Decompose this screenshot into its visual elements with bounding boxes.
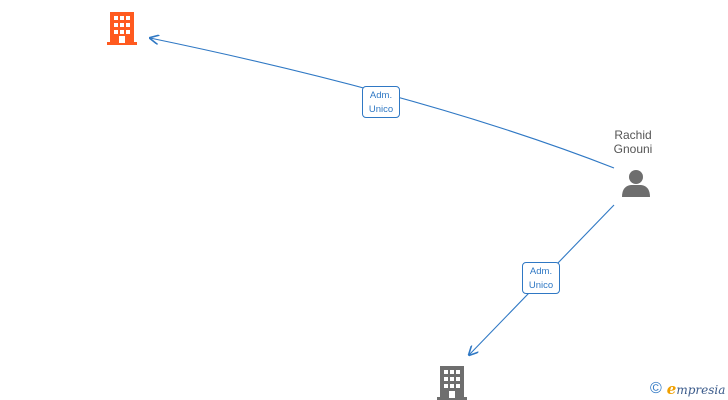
edge-label-top-line1: Adm. bbox=[369, 90, 393, 101]
footer-branding: © empresia bbox=[650, 379, 725, 399]
company-node-bottom-building-icon[interactable] bbox=[437, 366, 467, 400]
company-node-top-building-icon[interactable] bbox=[107, 12, 137, 45]
edge-label-bottom-line2: Unico bbox=[528, 280, 554, 291]
copyright-icon: © bbox=[650, 380, 662, 397]
edge-label-top-line2: Unico bbox=[368, 104, 394, 115]
person-name-line1: Rachid bbox=[614, 128, 652, 142]
edge-label-top[interactable]: Adm. Unico bbox=[362, 86, 400, 118]
person-name-line2: Gnouni bbox=[613, 142, 653, 156]
person-node-name[interactable]: Rachid Gnouni bbox=[593, 128, 673, 156]
brand-rest: mpresia bbox=[676, 383, 726, 397]
edge-label-bottom-line1: Adm. bbox=[529, 266, 553, 277]
brand-initial: e bbox=[666, 380, 677, 398]
person-node-person-icon[interactable] bbox=[621, 168, 651, 198]
brand-logo[interactable]: empresia bbox=[667, 380, 726, 398]
edge-label-bottom[interactable]: Adm. Unico bbox=[522, 262, 560, 294]
edge-person-to-company-top bbox=[150, 38, 615, 169]
